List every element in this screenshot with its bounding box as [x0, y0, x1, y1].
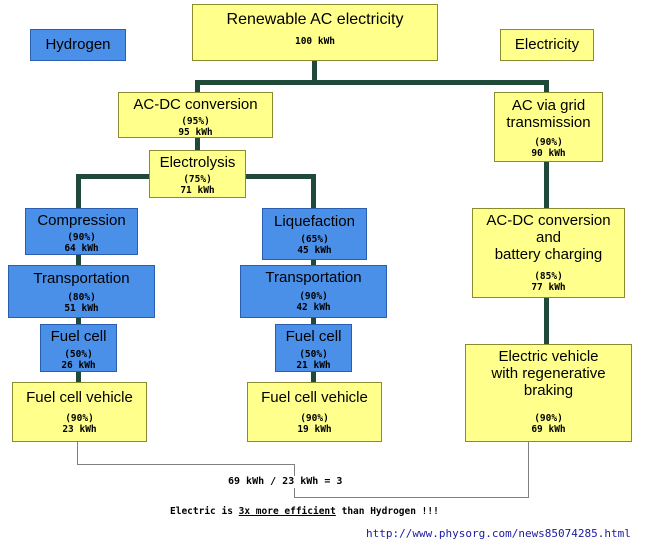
node-title: Compression: [37, 212, 126, 229]
node-electrolysis: Electrolysis (75%) 71 kWh: [149, 150, 246, 198]
connector-split-left-down: [76, 174, 81, 208]
node-value: 19 kWh: [297, 424, 332, 435]
conclusion-text: Electric is 3x more efficient than Hydro…: [170, 506, 439, 517]
node-efficiency: (50%): [64, 349, 93, 360]
node-value: 51 kWh: [64, 303, 99, 314]
connector-transport-fuelcell-c: [76, 318, 81, 324]
node-value: 64 kWh: [64, 243, 99, 254]
node-efficiency: (65%): [300, 234, 329, 245]
node-title-line1: AC-DC conversion: [486, 212, 611, 229]
node-transportation-liquefied: Transportation (90%) 42 kWh: [240, 265, 387, 318]
connector-top-horizontal: [195, 80, 547, 85]
connector-grid-acdc: [544, 162, 549, 208]
node-efficiency: (90%): [299, 291, 328, 302]
node-value: 23 kWh: [62, 424, 97, 435]
node-liquefaction: Liquefaction (65%) 45 kWh: [262, 208, 367, 260]
node-renewable-source: Renewable AC electricity 100 kWh: [192, 4, 438, 61]
node-title: Electrolysis: [159, 154, 236, 171]
node-title: Fuel cell vehicle: [26, 389, 133, 406]
connector-fuelcell-fcv-l: [311, 372, 316, 382]
node-efficiency: (90%): [67, 232, 96, 243]
compare-line-center-up: [294, 488, 295, 497]
conclusion-suffix: than Hydrogen !!!: [335, 506, 439, 517]
legend-hydrogen-label: Hydrogen: [45, 36, 111, 53]
connector-split-right-down: [311, 174, 316, 208]
comparison-equation: 69 kWh / 23 kWh = 3: [228, 476, 343, 487]
node-title: Transportation: [265, 269, 362, 286]
node-title: Renewable AC electricity: [226, 11, 404, 28]
connector-right-down: [544, 80, 549, 92]
node-acdc-hydrogen: AC-DC conversion (95%) 95 kWh: [118, 92, 273, 138]
node-value: 77 kWh: [531, 282, 566, 293]
node-fcv-liquefied: Fuel cell vehicle (90%) 19 kWh: [247, 382, 382, 442]
node-title-line3: battery charging: [494, 246, 603, 263]
node-efficiency: (90%): [300, 413, 329, 424]
node-efficiency: (85%): [534, 271, 563, 282]
node-fcv-compressed: Fuel cell vehicle (90%) 23 kWh: [12, 382, 147, 442]
connector-source-down: [312, 60, 317, 82]
connector-acdc-ev: [544, 298, 549, 344]
node-title-line3: braking: [523, 382, 574, 399]
compare-line-right-down: [528, 442, 529, 497]
node-grid-transmission: AC via grid transmission (90%) 90 kWh: [494, 92, 603, 162]
node-electric-vehicle: Electric vehicle with regenerative braki…: [465, 344, 632, 442]
legend-electricity-label: Electricity: [514, 36, 580, 53]
node-efficiency: (80%): [67, 292, 96, 303]
compare-line-bottom: [294, 497, 529, 498]
node-efficiency: (90%): [65, 413, 94, 424]
connector-transport-fuelcell-l: [311, 318, 316, 324]
node-title: Transportation: [33, 270, 130, 287]
connector-left-down: [195, 80, 200, 92]
node-title-line2: transmission: [506, 114, 591, 131]
node-title-line2: with regenerative: [491, 365, 606, 382]
connector-acdc-electrolysis: [195, 138, 200, 150]
node-transportation-compressed: Transportation (80%) 51 kWh: [8, 265, 155, 318]
conclusion-prefix: Electric is: [170, 506, 239, 517]
compare-line-center-down: [294, 464, 295, 476]
node-value: 100 kWh: [294, 36, 336, 47]
node-title-line1: AC via grid: [511, 97, 586, 114]
node-value: 26 kWh: [61, 360, 96, 371]
node-acdc-battery: AC-DC conversion and battery charging (8…: [472, 208, 625, 298]
node-value: 95 kWh: [178, 127, 213, 138]
node-value: 90 kWh: [531, 148, 566, 159]
node-title: Fuel cell: [285, 328, 342, 345]
node-compression: Compression (90%) 64 kWh: [25, 208, 138, 255]
legend-hydrogen: Hydrogen: [30, 29, 126, 61]
node-efficiency: (75%): [183, 174, 212, 185]
node-efficiency: (50%): [299, 349, 328, 360]
node-efficiency: (95%): [181, 116, 210, 127]
source-url: http://www.physorg.com/news85074285.html: [366, 527, 631, 540]
node-title: Fuel cell vehicle: [261, 389, 368, 406]
node-value: 45 kWh: [297, 245, 332, 256]
node-fuelcell-compressed: Fuel cell (50%) 26 kWh: [40, 324, 117, 372]
node-efficiency: (90%): [534, 413, 563, 424]
node-value: 69 kWh: [531, 424, 566, 435]
connector-liq-transport: [311, 260, 316, 265]
node-value: 21 kWh: [296, 360, 331, 371]
node-title: AC-DC conversion: [133, 96, 258, 113]
node-value: 42 kWh: [296, 302, 331, 313]
compare-line-horizontal: [77, 464, 295, 465]
node-fuelcell-liquefied: Fuel cell (50%) 21 kWh: [275, 324, 352, 372]
node-title-line1: Electric vehicle: [498, 348, 599, 365]
compare-line-left-down: [77, 442, 78, 464]
conclusion-highlight: 3x more efficient: [238, 506, 336, 517]
node-title: Fuel cell: [50, 328, 107, 345]
node-title: Liquefaction: [274, 213, 355, 230]
connector-fuelcell-fcv-c: [76, 372, 81, 382]
legend-electricity: Electricity: [500, 29, 594, 61]
connector-comp-transport: [76, 255, 81, 265]
node-title-line2: and: [535, 229, 562, 246]
node-efficiency: (90%): [534, 137, 563, 148]
node-value: 71 kWh: [180, 185, 215, 196]
